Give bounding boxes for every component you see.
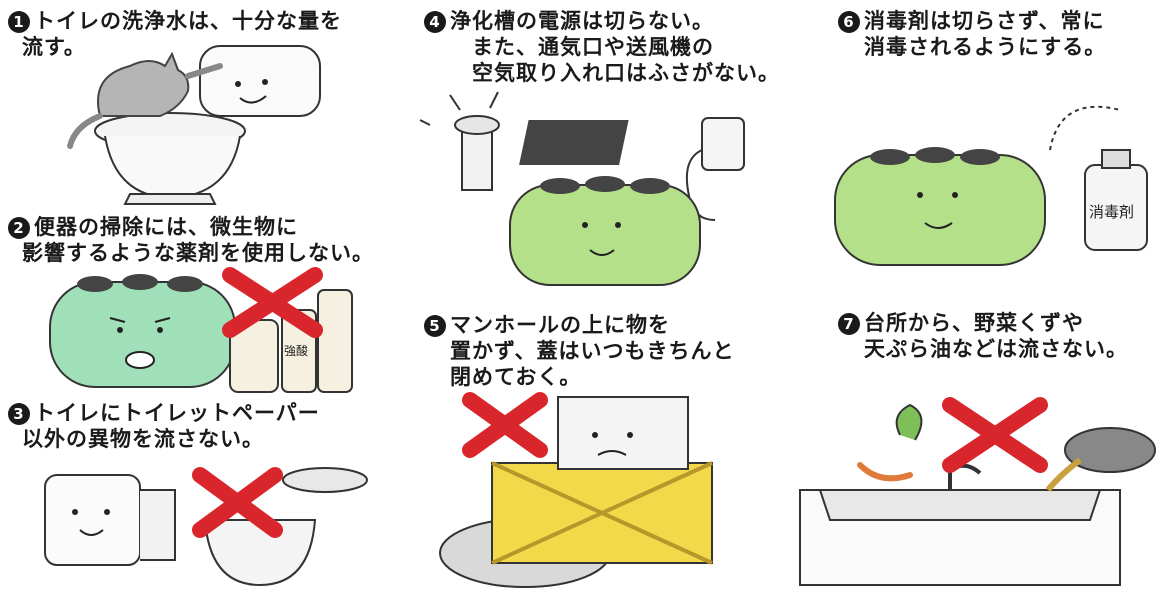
manhole-illustration <box>439 392 713 588</box>
toilet-paper-roll <box>44 474 141 566</box>
disinfectant-bottle-label: 消毒剤 <box>1089 203 1134 221</box>
wall-outlet <box>701 117 745 171</box>
blower-grid <box>519 120 629 165</box>
prohibited-x-7 <box>942 397 1048 473</box>
diaper <box>203 519 317 587</box>
tank-power-illustration <box>419 91 745 286</box>
disinfectant-tank <box>834 154 1046 266</box>
number-badge-1: 1 <box>8 11 30 33</box>
toilet-paper-illustration <box>44 467 368 587</box>
tempura-pan <box>1064 427 1156 473</box>
sick-tank-illustration: 強酸 <box>49 267 353 393</box>
happy-tank <box>509 184 701 286</box>
box-on-crate <box>557 396 689 470</box>
chemical-bottle-label: 強酸 <box>284 343 308 358</box>
kitchen-sink-illustration <box>799 397 1156 586</box>
number-badge-4: 4 <box>424 11 446 33</box>
sick-tank <box>49 281 236 388</box>
disinfectant-illustration: 消毒剤 <box>834 105 1148 266</box>
toilet-cat-illustration <box>67 45 321 205</box>
number-badge-7: 7 <box>838 313 860 335</box>
ashtray <box>282 467 368 493</box>
cat <box>67 51 223 149</box>
number-badge-3: 3 <box>8 403 30 425</box>
prohibited-x-2 <box>222 267 323 338</box>
number-badge-2: 2 <box>8 217 30 239</box>
number-badge-6: 6 <box>838 11 860 33</box>
prohibited-x-3 <box>192 467 283 538</box>
toilet-bowl <box>104 135 241 200</box>
number-badge-5: 5 <box>424 315 446 337</box>
toilet-tank <box>199 45 321 117</box>
prohibited-x-5 <box>462 392 548 458</box>
